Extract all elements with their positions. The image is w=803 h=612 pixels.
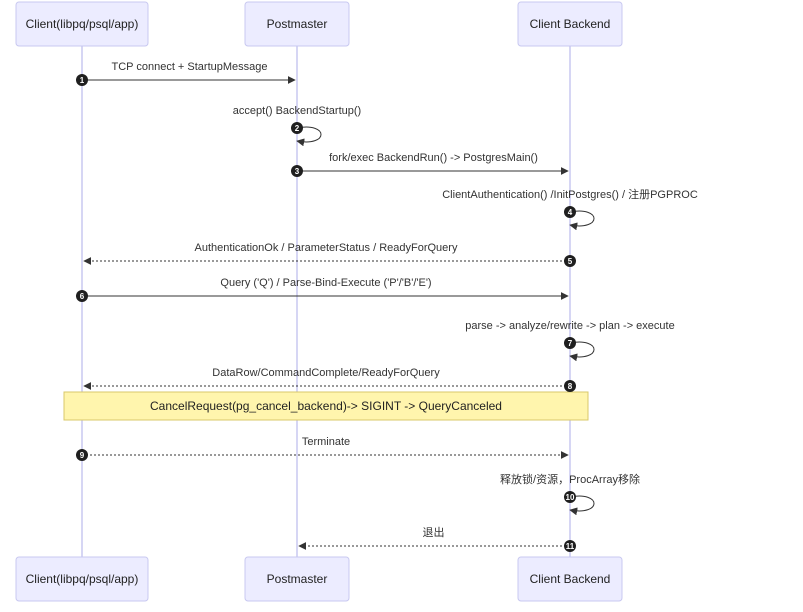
message-arrow xyxy=(569,341,595,362)
actor-label: Postmaster xyxy=(267,572,328,586)
sequence-number-badge xyxy=(564,491,576,503)
message-label: TCP connect + StartupMessage xyxy=(111,61,267,73)
message-label: ClientAuthentication() /InitPostgres() /… xyxy=(442,187,698,201)
message-label: 退出 xyxy=(423,525,445,539)
sequence-number: 7 xyxy=(568,339,573,348)
message-label: Query ('Q') / Parse-Bind-Execute ('P'/'B… xyxy=(220,277,431,289)
message-10: 释放锁/资源，ProcArray移除 10 xyxy=(500,472,640,516)
message-2: accept() BackendStartup() 2 xyxy=(233,105,361,147)
message-label: parse -> analyze/rewrite -> plan -> exec… xyxy=(465,320,674,332)
sequence-number-badge xyxy=(564,255,576,267)
sequence-number: 10 xyxy=(566,493,575,502)
message-label: accept() BackendStartup() xyxy=(233,105,361,117)
message-5: AuthenticationOk / ParameterStatus / Rea… xyxy=(83,242,576,267)
message-arrow xyxy=(569,495,595,516)
sequence-number: 6 xyxy=(80,292,85,301)
sequence-number-badge xyxy=(76,74,88,86)
sequence-number-badge xyxy=(564,206,576,218)
message-label: DataRow/CommandComplete/ReadyForQuery xyxy=(212,367,440,379)
sequence-number-badge xyxy=(564,380,576,392)
sequence-number-badge xyxy=(76,449,88,461)
sequence-number: 11 xyxy=(566,542,575,551)
message-8: DataRow/CommandComplete/ReadyForQuery 8 xyxy=(83,367,576,392)
actor-postmaster-bottom: Postmaster xyxy=(244,556,350,602)
sequence-number-badge xyxy=(76,290,88,302)
message-label: 释放锁/资源，ProcArray移除 xyxy=(500,472,640,486)
message-arrow xyxy=(569,210,595,231)
actor-box xyxy=(244,556,350,602)
sequence-number: 8 xyxy=(568,382,573,391)
note-cancel-request: CancelRequest(pg_cancel_backend)-> SIGIN… xyxy=(63,391,589,421)
actor-client-top: Client(libpq/psql/app) xyxy=(15,1,149,47)
sequence-number-badge xyxy=(291,165,303,177)
sequence-number: 1 xyxy=(80,76,85,85)
actor-box xyxy=(15,1,149,47)
actor-label: Client(libpq/psql/app) xyxy=(26,17,139,31)
actor-box xyxy=(517,556,623,602)
sequence-number-badge xyxy=(564,337,576,349)
message-arrow xyxy=(296,126,322,147)
actor-postmaster-top: Postmaster xyxy=(244,1,350,47)
actor-box xyxy=(15,556,149,602)
actor-client-bottom: Client(libpq/psql/app) xyxy=(15,556,149,602)
actor-box xyxy=(517,1,623,47)
actor-label: Client Backend xyxy=(530,572,611,586)
message-4: ClientAuthentication() /InitPostgres() /… xyxy=(442,187,698,231)
note-box xyxy=(63,391,589,421)
actor-backend-top: Client Backend xyxy=(517,1,623,47)
message-7: parse -> analyze/rewrite -> plan -> exec… xyxy=(465,320,675,362)
message-9: Terminate 9 xyxy=(76,436,569,461)
message-3: fork/exec BackendRun() -> PostgresMain()… xyxy=(291,152,569,177)
message-6: Query ('Q') / Parse-Bind-Execute ('P'/'B… xyxy=(76,277,569,302)
actor-backend-bottom: Client Backend xyxy=(517,556,623,602)
actor-box xyxy=(244,1,350,47)
actor-label: Postmaster xyxy=(267,17,328,31)
note-text: CancelRequest(pg_cancel_backend)-> SIGIN… xyxy=(150,399,502,413)
sequence-number-badge xyxy=(291,122,303,134)
actor-label: Client(libpq/psql/app) xyxy=(26,572,139,586)
sequence-number: 2 xyxy=(295,124,300,133)
message-label: Terminate xyxy=(302,436,350,448)
message-11: 退出 11 xyxy=(298,525,576,552)
sequence-number-badge xyxy=(564,540,576,552)
message-label: AuthenticationOk / ParameterStatus / Rea… xyxy=(195,242,458,254)
sequence-number: 9 xyxy=(80,451,85,460)
sequence-number: 4 xyxy=(568,208,573,217)
sequence-number: 5 xyxy=(568,257,573,266)
message-1: TCP connect + StartupMessage 1 xyxy=(76,61,296,86)
sequence-number: 3 xyxy=(295,167,300,176)
actor-label: Client Backend xyxy=(530,17,611,31)
message-label: fork/exec BackendRun() -> PostgresMain() xyxy=(329,152,538,164)
